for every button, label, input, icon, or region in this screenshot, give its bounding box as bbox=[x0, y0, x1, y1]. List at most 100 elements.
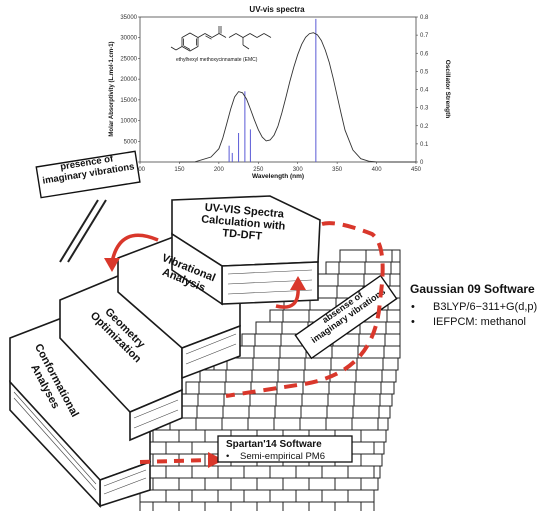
brick bbox=[195, 417, 223, 431]
brick bbox=[347, 489, 375, 503]
brick bbox=[385, 321, 401, 335]
arrow-vib-to-uv bbox=[275, 285, 300, 309]
x-tick-label: 400 bbox=[372, 167, 383, 173]
brick bbox=[360, 453, 383, 467]
step-conformational bbox=[9, 317, 151, 509]
brick bbox=[353, 393, 381, 407]
red-arrows bbox=[104, 221, 385, 468]
brick bbox=[389, 273, 401, 287]
x-tick-label: 100 bbox=[135, 167, 146, 173]
absorption-curve bbox=[179, 32, 416, 163]
y-axis-label: Molar Absorptivity (L.mol-1.cm-1) bbox=[109, 41, 115, 136]
brick bbox=[279, 345, 307, 359]
brick bbox=[217, 465, 245, 479]
plot-frame bbox=[139, 16, 417, 163]
y-tick-label: 10000 bbox=[120, 119, 137, 125]
brick bbox=[254, 333, 282, 347]
brick bbox=[241, 333, 256, 347]
brick bbox=[199, 369, 227, 383]
brick bbox=[360, 429, 387, 443]
brick bbox=[390, 261, 401, 275]
brick bbox=[352, 405, 380, 419]
y2-tick-label: 0.1 bbox=[420, 142, 429, 148]
brick bbox=[334, 477, 362, 491]
brick bbox=[221, 417, 249, 431]
spartan-box: Spartan'14 Software • Semi-empirical PM6 bbox=[217, 435, 353, 463]
brick bbox=[354, 381, 382, 395]
spartan-title: Spartan'14 Software bbox=[226, 439, 322, 450]
brick bbox=[382, 357, 399, 371]
brick bbox=[347, 465, 375, 479]
brick bbox=[360, 501, 375, 511]
y-tick-label: 25000 bbox=[120, 56, 137, 62]
brick bbox=[251, 369, 279, 383]
dashed-arrow-spartan bbox=[139, 458, 211, 464]
brick bbox=[379, 393, 393, 407]
brick bbox=[282, 477, 310, 491]
presence-imaginary-box: presence ofimaginary vibrations bbox=[35, 150, 141, 199]
molecule-label: ethylhexyl methoxycinnamate (EMC) bbox=[176, 57, 258, 63]
brick bbox=[256, 477, 284, 491]
brick bbox=[249, 393, 277, 407]
brick bbox=[165, 489, 193, 503]
brick bbox=[364, 261, 392, 275]
y2-tick-label: 0.2 bbox=[420, 124, 429, 130]
brick bbox=[255, 321, 283, 335]
brick bbox=[269, 465, 297, 479]
brick bbox=[327, 393, 355, 407]
brick bbox=[152, 501, 180, 511]
brick bbox=[274, 405, 302, 419]
x-tick-label: 350 bbox=[332, 167, 343, 173]
brick bbox=[253, 345, 281, 359]
brick bbox=[325, 261, 340, 275]
step-geometry bbox=[59, 275, 183, 442]
brick bbox=[377, 417, 389, 431]
x-axis-label: Wavelength (nm) bbox=[252, 173, 304, 180]
brick bbox=[301, 393, 329, 407]
brick bbox=[230, 501, 258, 511]
brick bbox=[191, 441, 219, 455]
brick bbox=[273, 417, 301, 431]
brick bbox=[308, 501, 336, 511]
brick bbox=[197, 393, 225, 407]
gaussian-item-2: IEFPCM: methanol bbox=[433, 316, 526, 328]
brick bbox=[334, 501, 362, 511]
label-uvvis-calculation: UV-VIS SpectraCalculation withTD-DFT bbox=[200, 201, 287, 244]
brick bbox=[256, 501, 284, 511]
brick bbox=[356, 357, 384, 371]
railing bbox=[59, 199, 107, 263]
y2-tick-label: 0.4 bbox=[420, 88, 429, 94]
emc-molecule-structure bbox=[170, 26, 272, 52]
brick bbox=[373, 441, 385, 455]
gaussian-item-1: B3LYP/6−311+G(d,p) bbox=[433, 301, 537, 313]
brick bbox=[278, 357, 306, 371]
brick bbox=[300, 405, 328, 419]
oscillator-sticks bbox=[228, 18, 317, 162]
spartan-item-1: Semi-empirical PM6 bbox=[240, 451, 325, 462]
brick bbox=[381, 369, 397, 383]
y-axis-ticks: 05000100001500020000250003000035000 bbox=[120, 15, 140, 166]
brick bbox=[198, 381, 226, 395]
brick bbox=[217, 489, 245, 503]
brick bbox=[331, 345, 359, 359]
brick bbox=[295, 465, 323, 479]
brick bbox=[248, 405, 276, 419]
brick bbox=[204, 477, 232, 491]
y2-tick-label: 0.7 bbox=[420, 33, 429, 39]
y-tick-label: 20000 bbox=[120, 77, 137, 83]
arrow-vib-to-geom bbox=[110, 233, 159, 263]
brick bbox=[269, 489, 297, 503]
y2-axis-ticks: 00.10.20.30.40.50.60.70.8 bbox=[416, 15, 429, 166]
arrow-head-up bbox=[290, 276, 306, 290]
brick bbox=[373, 465, 381, 479]
brick bbox=[185, 381, 200, 395]
brick bbox=[252, 357, 280, 371]
chart-title: UV-vis spectra bbox=[249, 5, 305, 14]
brick bbox=[321, 465, 349, 479]
brick bbox=[339, 249, 367, 263]
brick bbox=[391, 249, 401, 263]
gaussian-bullet-2: • bbox=[411, 316, 415, 328]
brick bbox=[360, 477, 379, 491]
brick bbox=[191, 465, 219, 479]
